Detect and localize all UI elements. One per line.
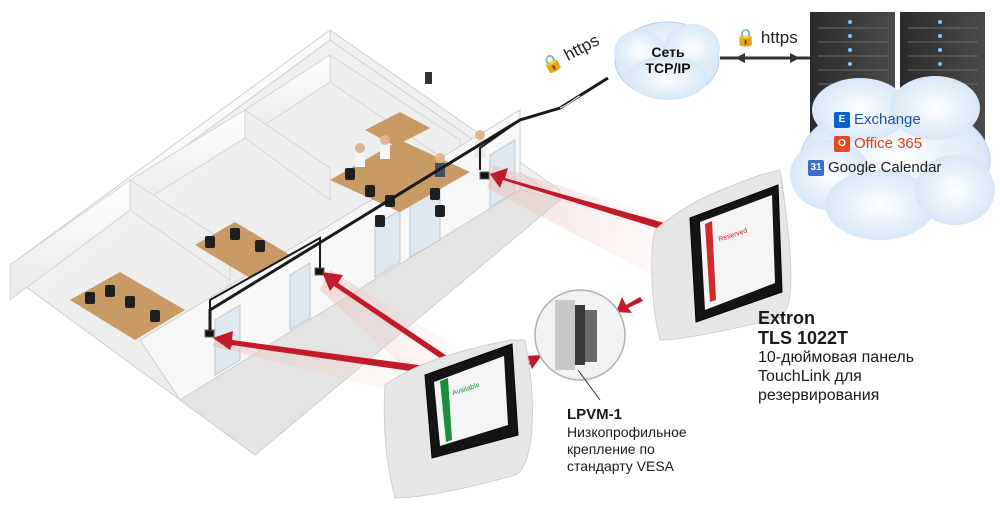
mount-caption: LPVM-1 Низкопрофильное крепление по стан… (567, 406, 687, 475)
mount-description-line1: Низкопрофильное (567, 424, 687, 440)
exchange-icon: E (834, 111, 850, 128)
touch-panel-small (383, 339, 533, 499)
panel-description-line3: резервирования (758, 387, 880, 404)
indicator-arrows (213, 168, 700, 375)
service-office365: O Office 365 (834, 135, 922, 152)
office365-icon: O (834, 135, 850, 152)
mount-model: LPVM-1 (567, 406, 623, 423)
mount-description-line2: крепление по (567, 441, 655, 457)
network-label-line1: Сеть (651, 44, 685, 60)
google-calendar-icon: 31 (808, 159, 824, 176)
https-label: https (760, 28, 798, 47)
lock-icon: 🔒 (735, 28, 757, 47)
panel-model: TLS 1022T (758, 328, 849, 348)
panel-brand: Extron (758, 308, 816, 328)
service-google-calendar: 31 Google Calendar (808, 159, 941, 176)
cloud-services (790, 76, 995, 240)
network-label: Сеть TCP/IP (633, 44, 703, 76)
touch-panel-large (651, 169, 792, 341)
vesa-mount-illustration (534, 289, 626, 401)
mount-description-line3: стандарту VESA (567, 458, 675, 474)
panel-description-line1: 10-дюймовая панель (758, 349, 915, 366)
panel-caption: Extron TLS 1022T 10-дюймовая панель Touc… (758, 308, 914, 405)
https-link-servers: 🔒 https (735, 28, 798, 48)
panel-description-line2: TouchLink для (758, 368, 862, 385)
network-cloud (614, 21, 720, 100)
network-label-line2: TCP/IP (645, 60, 691, 76)
service-exchange: E Exchange (834, 111, 921, 128)
